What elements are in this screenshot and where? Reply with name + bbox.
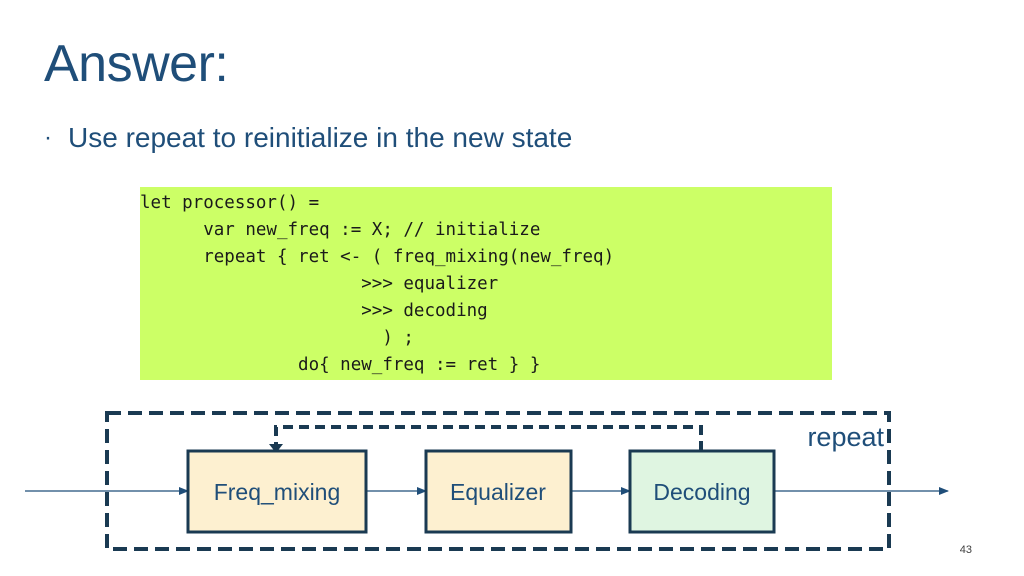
code-line: >>> equalizer bbox=[140, 274, 499, 294]
node-label: Equalizer bbox=[450, 479, 546, 505]
code-line: do{ new_freq := ret } } bbox=[140, 355, 541, 375]
repeat-container bbox=[105, 411, 891, 551]
node-decoding: Decoding bbox=[628, 449, 776, 534]
feedback-arrowhead-icon bbox=[269, 444, 283, 453]
feedback-edge bbox=[274, 425, 703, 451]
bullet-dot-icon: · bbox=[44, 124, 52, 151]
node-label: Decoding bbox=[653, 479, 750, 505]
node-freq-mixing: Freq_mixing bbox=[186, 449, 368, 534]
code-line: ) ; bbox=[140, 328, 414, 348]
node-equalizer: Equalizer bbox=[424, 449, 573, 534]
page-number: 43 bbox=[959, 544, 972, 556]
slide-title: Answer: bbox=[44, 35, 229, 93]
bullet-item: · Use repeat to reinitialize in the new … bbox=[44, 122, 572, 154]
code-line: var new_freq := X; // initialize bbox=[140, 220, 541, 240]
code-line: repeat { ret <- ( freq_mixing(new_freq) bbox=[140, 247, 615, 267]
repeat-label: repeat bbox=[807, 422, 884, 452]
node-label: Freq_mixing bbox=[214, 479, 341, 505]
code-line: >>> decoding bbox=[140, 301, 488, 321]
code-line: let processor() = bbox=[140, 193, 320, 213]
code-block: let processor() = var new_freq := X; // … bbox=[140, 187, 832, 380]
bullet-text: Use repeat to reinitialize in the new st… bbox=[68, 122, 573, 153]
